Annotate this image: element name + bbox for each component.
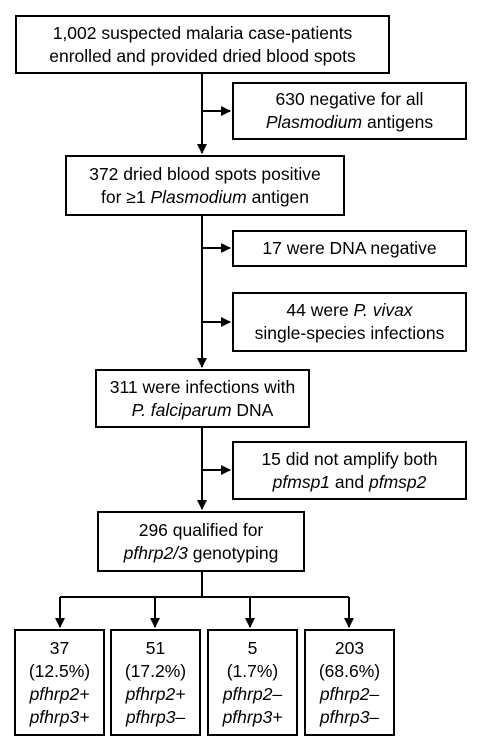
box-dna-negative: 17 were DNA negative <box>232 230 467 267</box>
box-positive-italic: Plasmodium <box>150 186 247 207</box>
box-qualified-line1: 296 qualified for <box>138 519 264 540</box>
outcome-count: 51 <box>145 637 166 658</box>
outcome-percent: (17.2%) <box>124 660 187 681</box>
box-falciparum: 311 were infections with P. falciparum D… <box>95 369 310 428</box>
outcome-box-4: 203 (68.6%) pfhrp2– pfhrp3– <box>304 629 395 736</box>
box-not-amplified-italic-a: pfmsp1 <box>272 471 331 492</box>
box-qualified: 296 qualified for pfhrp2/3 genotyping <box>97 511 305 572</box>
outcome-count: 203 <box>334 637 365 658</box>
box-falciparum-line2: P. falciparum DNA <box>132 399 274 422</box>
outcome-count: 5 <box>247 637 258 658</box>
box-qualified-line2: pfhrp2/3 genotyping <box>124 542 279 565</box>
outcome-count: 37 <box>49 637 70 658</box>
box-vivax: 44 were P. vivax single-species infectio… <box>232 292 467 352</box>
box-positive-suffix: antigen <box>246 186 310 207</box>
outcome-box-3: 5 (1.7%) pfhrp2– pfhrp3+ <box>207 629 298 736</box>
outcome-gene1: pfhrp2– <box>319 683 380 704</box>
box-falciparum-suffix: DNA <box>231 399 274 420</box>
box-vivax-line2: single-species infections <box>254 323 445 343</box>
outcome-gene2: pfhrp3– <box>319 706 380 727</box>
box-positive-line2: for ≥1 Plasmodium antigen <box>101 186 309 209</box>
outcome-gene1: pfhrp2+ <box>125 683 186 704</box>
box-dna-negative-line1: 17 were DNA negative <box>262 238 437 258</box>
box-qualified-suffix: genotyping <box>187 542 279 563</box>
outcome-gene2: pfhrp3– <box>125 706 186 727</box>
box-not-amplified-mid: and <box>330 471 369 492</box>
outcome-gene1: pfhrp2– <box>222 683 283 704</box>
box-negative-antigen-suffix: antigens <box>362 112 434 132</box>
box-falciparum-italic: P. falciparum <box>131 399 232 420</box>
box-vivax-line1: 44 were P. vivax <box>286 299 412 322</box>
box-not-amplified: 15 did not amplify both pfmsp1 and pfmsp… <box>232 441 467 500</box>
box-positive: 372 dried blood spots positive for ≥1 Pl… <box>65 155 345 216</box>
box-not-amplified-italic-b: pfmsp2 <box>368 471 427 492</box>
box-positive-line1: 372 dried blood spots positive <box>89 163 321 184</box>
outcome-gene1: pfhrp2+ <box>29 683 90 704</box>
box-not-amplified-line1: 15 did not amplify both <box>261 448 438 469</box>
box-enrolled: 1,002 suspected malaria case-patients en… <box>15 15 390 74</box>
outcome-gene2: pfhrp3+ <box>222 706 283 727</box>
box-falciparum-line1: 311 were infections with <box>109 376 296 397</box>
box-enrolled-line2: enrolled and provided dried blood spots <box>49 45 356 66</box>
box-negative-antigen: 630 negative for all Plasmodium antigens <box>232 82 467 140</box>
box-vivax-prefix: 44 were <box>286 300 354 320</box>
outcome-percent: (68.6%) <box>318 660 381 681</box>
outcome-gene2: pfhrp3+ <box>29 706 90 727</box>
box-negative-antigen-line2: Plasmodium antigens <box>266 111 433 134</box>
outcome-box-2: 51 (17.2%) pfhrp2+ pfhrp3– <box>110 629 201 736</box>
box-negative-antigen-italic: Plasmodium <box>265 112 363 132</box>
box-enrolled-line1: 1,002 suspected malaria case-patients <box>52 22 353 43</box>
box-vivax-italic: P. vivax <box>353 300 413 320</box>
box-qualified-italic: pfhrp2/3 <box>123 542 188 563</box>
outcome-percent: (1.7%) <box>226 660 279 681</box>
box-not-amplified-line2: pfmsp1 and pfmsp2 <box>273 471 427 494</box>
box-negative-antigen-line1: 630 negative for all <box>275 89 424 109</box>
outcome-percent: (12.5%) <box>28 660 91 681</box>
box-positive-prefix: for ≥1 <box>100 186 151 207</box>
outcome-box-1: 37 (12.5%) pfhrp2+ pfhrp3+ <box>14 629 105 736</box>
